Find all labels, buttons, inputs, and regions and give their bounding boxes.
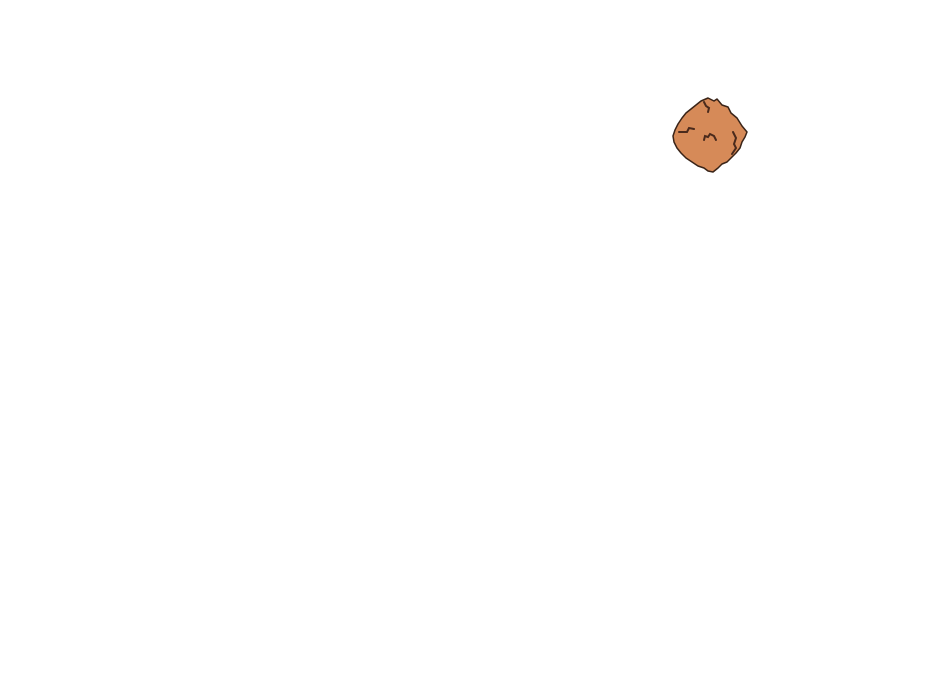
asteroid-rock-icon[interactable]: [670, 96, 750, 176]
asteroid-crack-center: [703, 132, 717, 141]
asteroid-crack-left: [678, 126, 695, 133]
asteroid-crack-top: [703, 101, 711, 113]
asteroid-crack-right: [731, 131, 738, 155]
